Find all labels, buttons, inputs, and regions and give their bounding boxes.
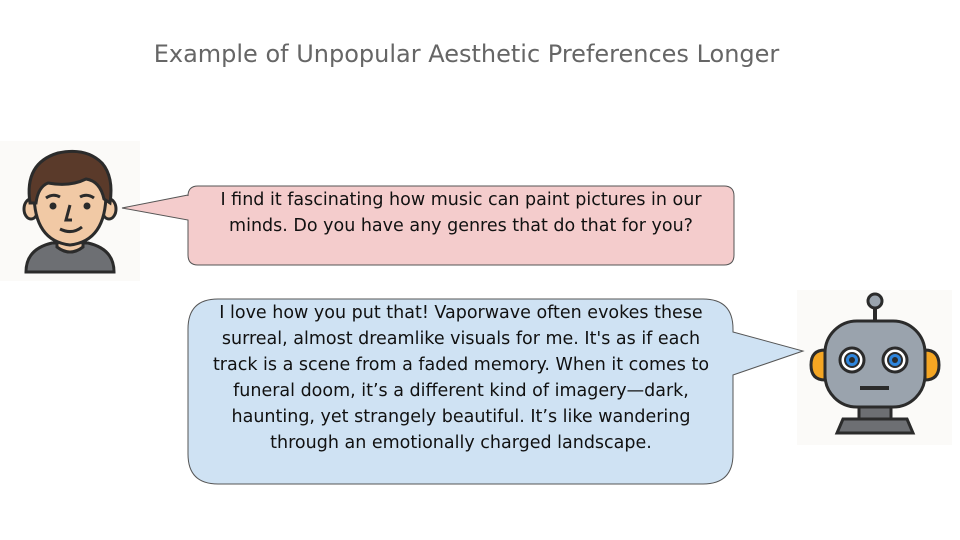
robot-avatar [797,290,952,445]
robot-speech-bubble [187,298,805,485]
human-speech-bubble [121,185,735,266]
robot-avatar-icon [809,292,941,435]
human-avatar [0,141,140,281]
human-message-text: I find it fascinating how music can pain… [220,190,702,236]
slide-title: Example of Unpopular Aesthetic Preferenc… [153,40,780,68]
person-avatar-icon [22,149,118,274]
robot-message-text: I love how you put that! Vaporwave often… [212,303,710,453]
